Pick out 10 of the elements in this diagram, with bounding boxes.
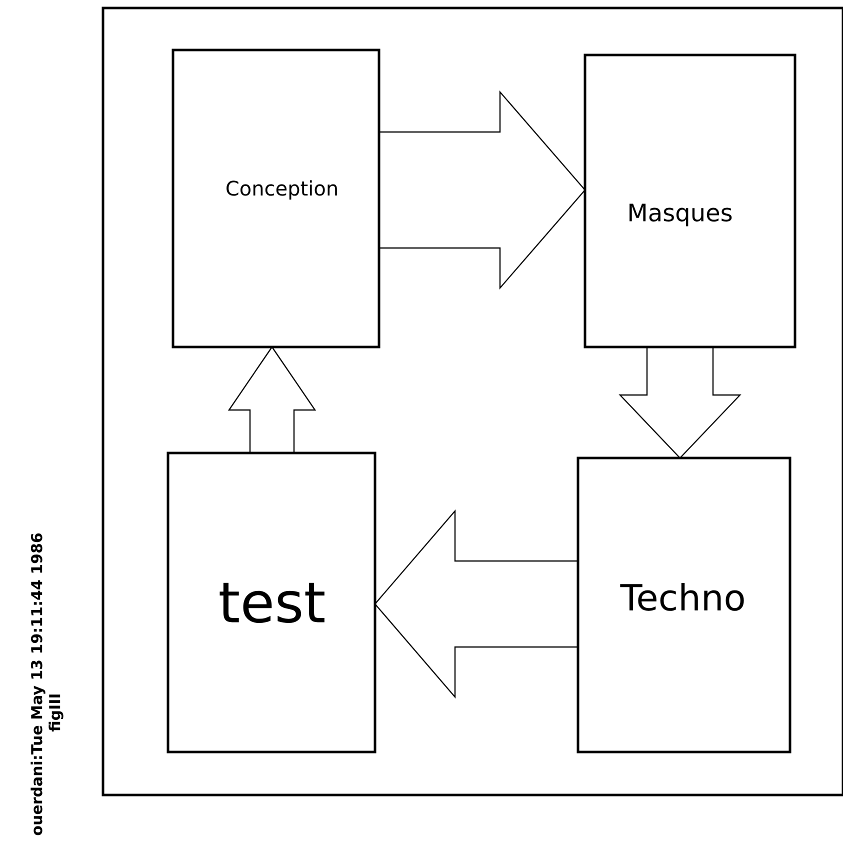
stamp-text: ouerdani:Tue May 13 19:11:44 1986	[30, 533, 46, 836]
stamp-text: figIII	[48, 694, 64, 732]
block-arrow	[378, 90, 586, 290]
box-label: test	[220, 582, 324, 624]
block-arrow	[618, 346, 742, 459]
block-arrow	[228, 346, 316, 454]
box-label: Conception	[226, 180, 337, 200]
block-arrow	[374, 509, 579, 699]
box-label: Masques	[630, 204, 732, 226]
box-label: Techno	[620, 583, 744, 611]
